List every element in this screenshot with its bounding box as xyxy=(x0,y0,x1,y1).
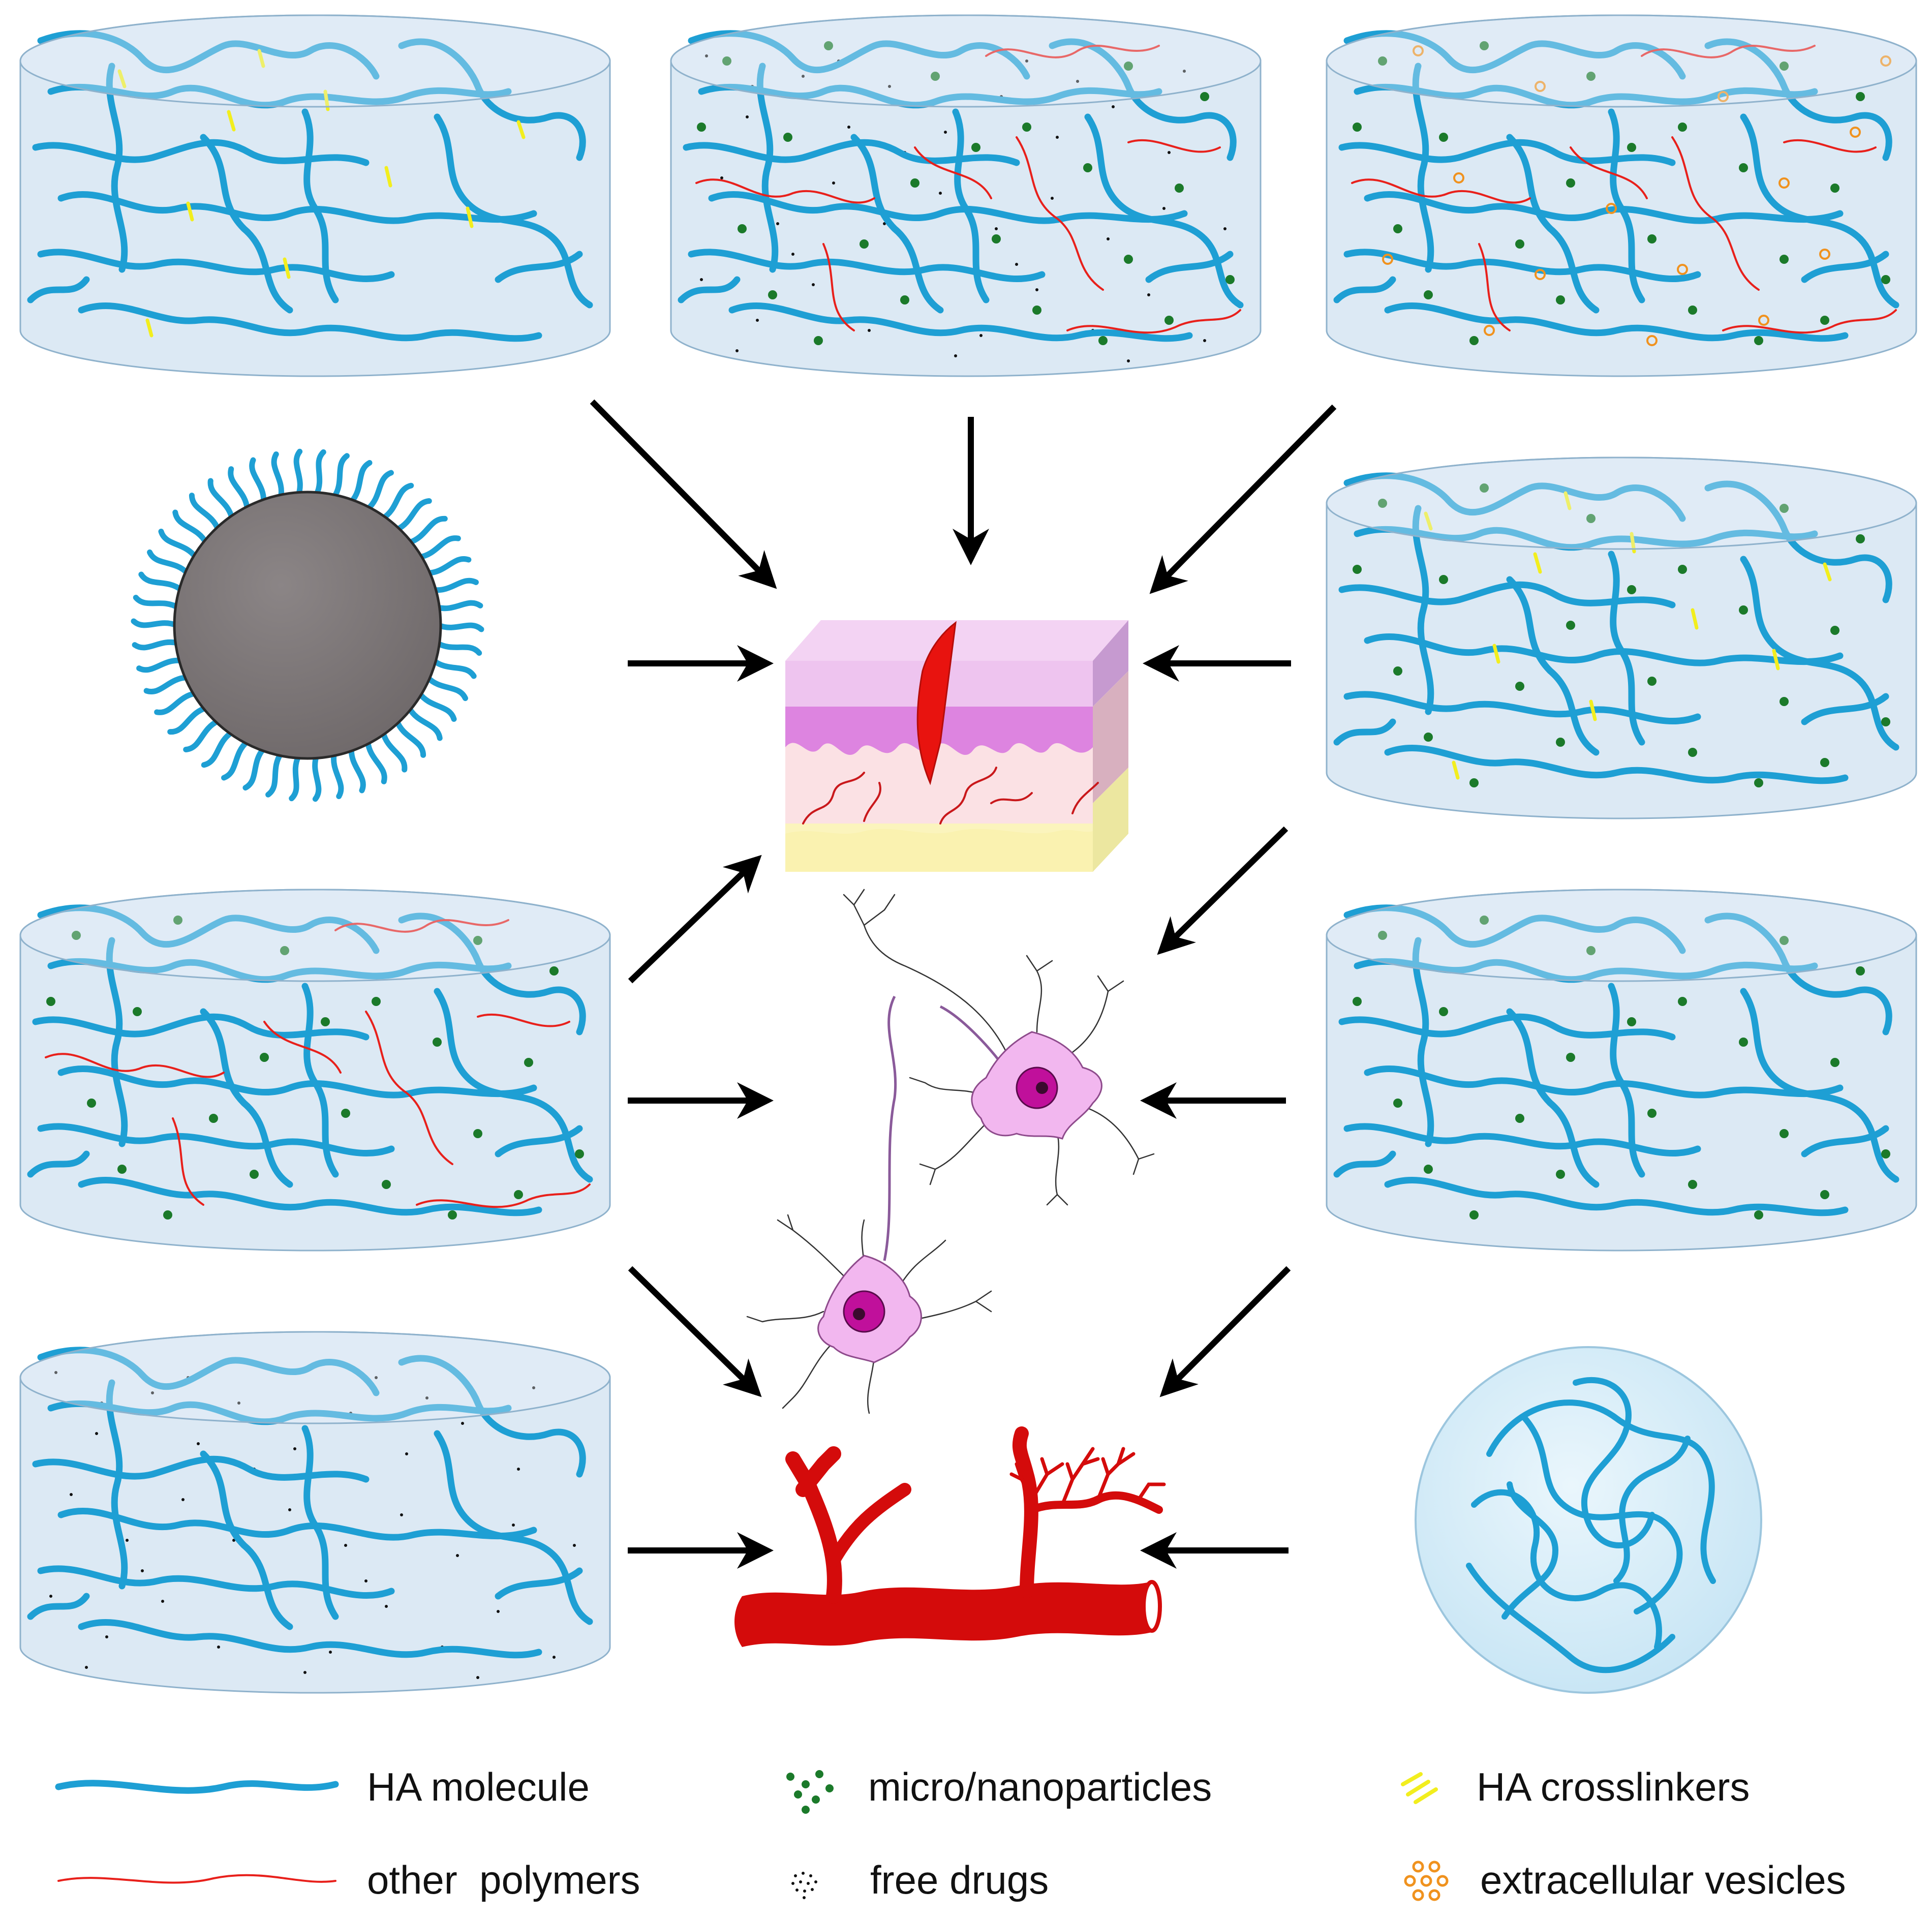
ha-chain xyxy=(265,751,284,798)
ha-chain xyxy=(207,478,235,521)
ha-chain xyxy=(394,718,426,758)
ha-chain xyxy=(431,577,479,593)
ha-chain xyxy=(331,751,344,799)
ha-chain xyxy=(249,457,267,505)
arrow-composite-to-skin xyxy=(628,855,762,984)
legend-ha-crosslinkers-label: HA crosslinkers xyxy=(1477,1764,1750,1809)
ha-chain xyxy=(365,470,394,512)
ha-chain xyxy=(425,675,468,702)
ha-chain xyxy=(312,753,322,802)
hydrogel-drugs xyxy=(19,1331,611,1694)
ha-chain xyxy=(136,657,185,673)
hydrogel-composite-vesicles xyxy=(1326,14,1917,377)
ha-chain xyxy=(242,746,267,791)
legend-free-drugs-label: free drugs xyxy=(870,1857,1049,1902)
arrow-from-vesicle-hydrogel xyxy=(1149,404,1337,594)
legend-extracellular-vesicles-label: extracellular vesicles xyxy=(1480,1857,1846,1902)
ha-chain xyxy=(406,705,443,741)
legend-micro-nanoparticles-label: micro/nanoparticles xyxy=(868,1764,1212,1809)
ha-chain xyxy=(289,753,301,802)
ha-chain xyxy=(435,600,483,612)
skin-wound xyxy=(785,620,1128,872)
ha-chain xyxy=(431,658,477,679)
ha-chain xyxy=(416,535,461,560)
ha-chain xyxy=(380,482,414,521)
ha-chain xyxy=(183,718,221,752)
ha-chain xyxy=(131,618,179,628)
ha-chain xyxy=(406,515,448,545)
ha-chain xyxy=(158,528,199,560)
arrow-crosslinked-particles-to-neurons xyxy=(1157,826,1289,955)
ha-chain xyxy=(201,729,235,768)
hydrogel-crosslinked-particles xyxy=(1326,456,1917,819)
microgel-sphere xyxy=(1415,1346,1762,1694)
ha-chain xyxy=(293,448,303,498)
hydrogel-particles xyxy=(1326,889,1917,1252)
ha-chain xyxy=(331,453,350,500)
neurons xyxy=(746,889,1155,1414)
ha-chain xyxy=(416,690,457,722)
ha-chain xyxy=(167,705,209,735)
legend-other-polymers-label: other polymers xyxy=(367,1857,640,1902)
ha-chain xyxy=(133,595,180,611)
arrows xyxy=(590,399,1337,1569)
arrow-composite-to-vessel xyxy=(628,1266,762,1397)
legend: HA molecule other polymers micro/nanopar… xyxy=(55,1764,1846,1902)
ha-chain xyxy=(228,466,250,512)
ha-chain xyxy=(143,675,190,694)
ha-chain xyxy=(138,571,185,593)
ha-chain xyxy=(147,549,190,576)
legend-free-drugs-swatch xyxy=(791,1872,817,1899)
ha-chain xyxy=(425,556,472,576)
legend-other-polymers-swatch xyxy=(57,1874,336,1884)
ha-chain xyxy=(348,460,373,505)
legend-ha-molecule-label: HA molecule xyxy=(367,1764,590,1809)
hydrogel-composite-drugs xyxy=(670,14,1262,377)
ha-coated-nanoparticle xyxy=(131,448,484,802)
ha-chain xyxy=(380,729,408,773)
ha-chain xyxy=(221,739,250,781)
arrow-particles-to-vessel xyxy=(1159,1266,1291,1397)
legend-ha-molecule-swatch xyxy=(55,1780,339,1794)
arrow-from-crosslinked-hydrogel xyxy=(590,399,777,589)
ha-chain xyxy=(132,639,180,651)
ha-chain xyxy=(435,640,482,656)
legend-micro-nanoparticles-swatch xyxy=(786,1770,834,1814)
ha-chain xyxy=(436,622,484,632)
ha-chain xyxy=(394,498,432,532)
nanoparticle-core xyxy=(173,491,442,760)
hydrogel-composite-particles xyxy=(19,889,611,1252)
ha-chain xyxy=(314,449,326,498)
ha-chain xyxy=(172,509,209,545)
ha-chain xyxy=(271,451,284,500)
legend-extracellular-vesicles-swatch xyxy=(1404,1861,1449,1901)
legend-ha-crosslinkers-swatch xyxy=(1401,1772,1438,1804)
hydrogel-crosslinked xyxy=(19,14,611,377)
ha-chain xyxy=(348,746,366,794)
ha-chain xyxy=(365,739,387,784)
ha-chain xyxy=(189,493,221,532)
ha-chain xyxy=(154,690,199,715)
blood-vessel xyxy=(734,1426,1166,1647)
